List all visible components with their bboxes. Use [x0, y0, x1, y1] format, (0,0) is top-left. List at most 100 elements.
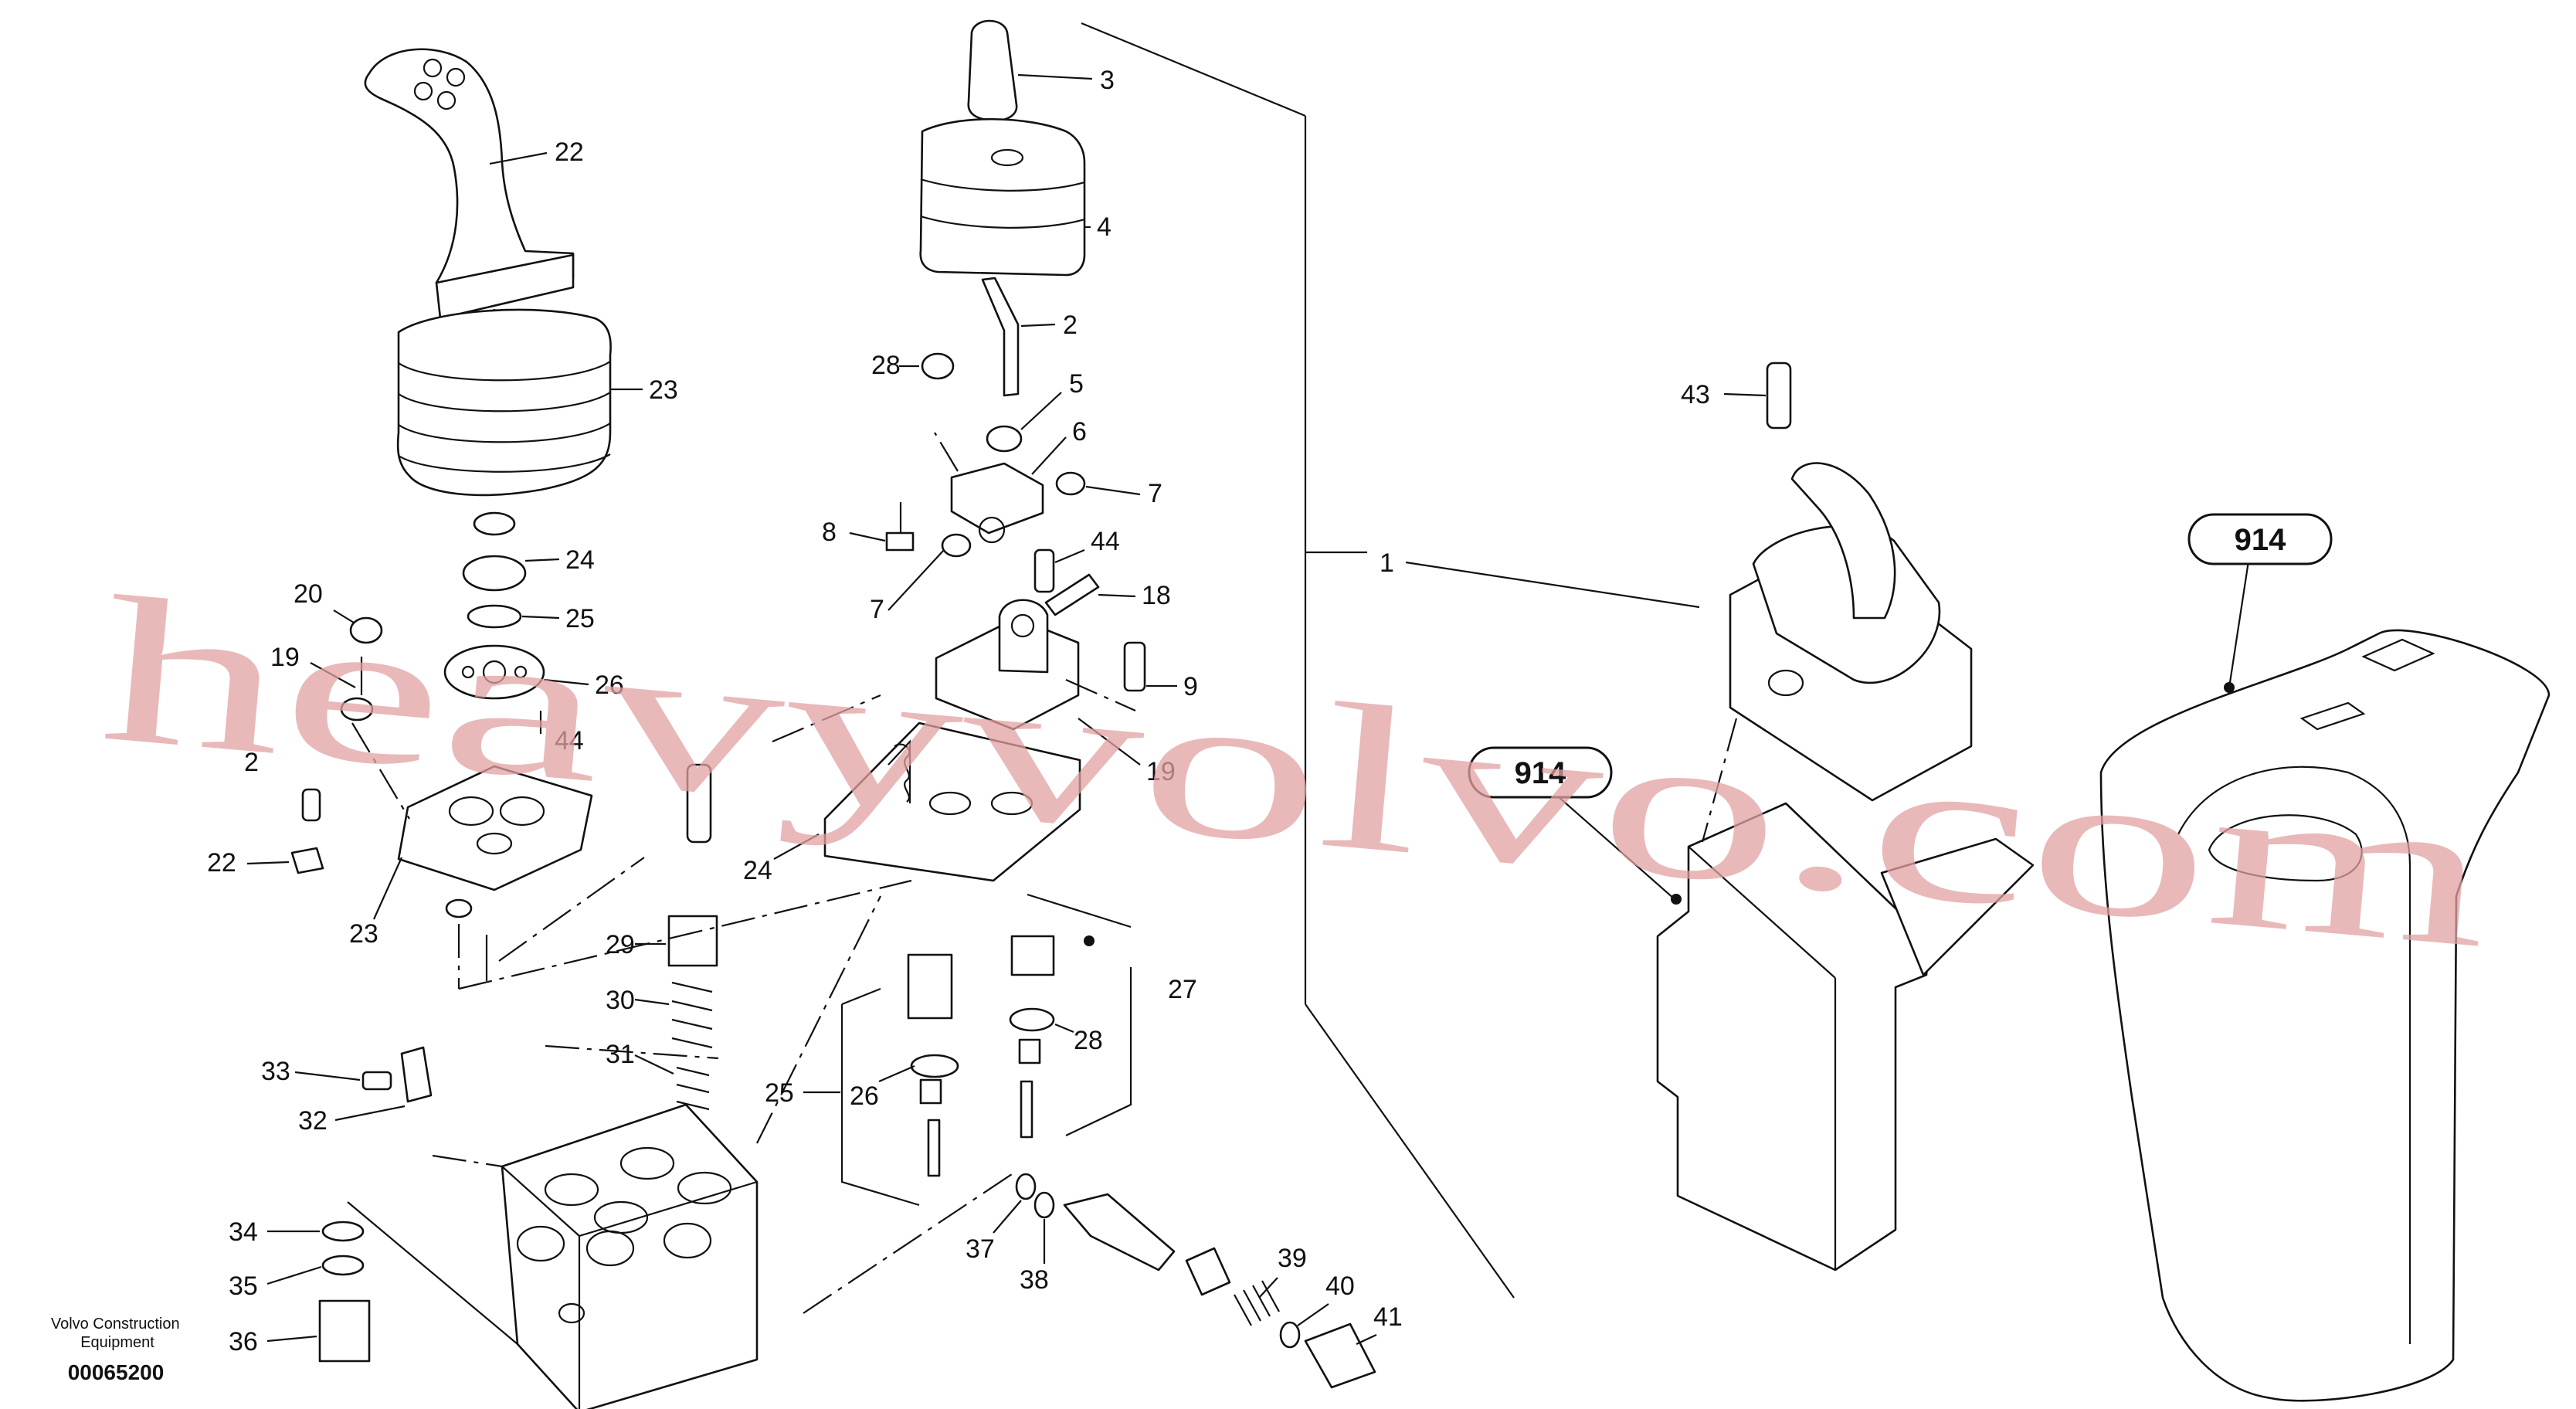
base-plate-part-23: [397, 765, 593, 891]
boot-ridge: [398, 361, 611, 382]
guide-part-29: [667, 915, 718, 967]
leader-line: [849, 531, 886, 542]
leader-line: [1085, 485, 1141, 496]
washer-part-7: [941, 533, 972, 558]
leader-line: [888, 549, 945, 611]
callout-label: 24: [743, 856, 772, 885]
callout-label: 22: [555, 138, 584, 167]
sleeve-part: [907, 953, 953, 1020]
leader-line: [1356, 1334, 1377, 1345]
assembly-axis: [351, 722, 410, 820]
screw-part-8: [885, 531, 915, 552]
group-bracket-25: [840, 1004, 920, 1207]
reference-capsule: [1468, 746, 1613, 799]
spool-part: [919, 1078, 942, 1105]
nut-part-5: [986, 425, 1023, 453]
mount-axis: [1701, 718, 1738, 843]
plate-hole: [514, 665, 528, 679]
callout-label: 19: [1146, 757, 1176, 786]
callout-label: 23: [649, 375, 678, 405]
o-ring-part-38: [1033, 1191, 1055, 1219]
o-ring-part-26: [910, 1054, 959, 1078]
handle-base-plate: [435, 253, 575, 320]
group-bracket-27: [1065, 967, 1132, 1136]
port-opening: [516, 1225, 565, 1262]
callout-label: 28: [871, 351, 901, 380]
spring-part-30: [671, 981, 713, 1049]
assembly-axis: [1065, 678, 1136, 712]
leader-line: [266, 1335, 317, 1343]
handle-button-icon: [423, 58, 443, 78]
body-edge: [501, 1166, 580, 1237]
callout-label: 30: [606, 986, 635, 1015]
bracket-part-32: [400, 1046, 433, 1103]
callout-label: 4: [1097, 212, 1112, 242]
bolt-part-10: [1123, 641, 1146, 692]
left-joystick-assembly: [290, 48, 612, 918]
spring-detail: [888, 739, 911, 803]
callouts: 3 4 2 28 5 6 7 8 44 7 18 9 19 1 43 22 23…: [207, 66, 1767, 1356]
o-ring-part-28: [1009, 1007, 1055, 1032]
frame-edge: [1688, 846, 1836, 979]
leader-dot: [1084, 935, 1095, 946]
o-ring-part-34: [321, 1221, 365, 1242]
cover-slot: [2361, 638, 2435, 672]
boot-ridge: [920, 215, 1085, 229]
leader-line: [521, 615, 560, 620]
assembly-lines: [347, 22, 2251, 1345]
pin-part: [1020, 1080, 1033, 1139]
callout-label: 33: [261, 1057, 290, 1086]
group-bracket-27: [1027, 893, 1132, 929]
port-opening: [663, 1222, 712, 1259]
pin-part: [927, 1119, 941, 1177]
mount-hole: [558, 1302, 585, 1324]
plate-hole: [461, 665, 475, 679]
leader-line: [878, 1064, 915, 1083]
yoke-hole: [978, 516, 1006, 544]
reference-label-frame: 914: [1468, 746, 1613, 799]
nut-part-9: [921, 352, 955, 380]
leader-line: [1017, 73, 1093, 80]
leader-line: [1258, 1277, 1278, 1299]
leader-line-1: [1405, 561, 1700, 609]
callout-label: 32: [298, 1106, 328, 1136]
nut-part-16: [462, 555, 527, 592]
handle-button-icon: [436, 90, 456, 110]
cartridge-part: [1063, 1193, 1176, 1271]
screw-part-33: [361, 1071, 392, 1091]
lever-boot-part-4: [919, 117, 1086, 277]
manufacturer-credit: Volvo Construction Equipment: [51, 1316, 184, 1351]
leader-line: [294, 1071, 361, 1081]
callout-label: 25: [565, 604, 595, 633]
callout-label: 29: [606, 930, 635, 959]
plate-hole: [928, 791, 972, 816]
callout-label: 23: [349, 919, 378, 949]
callout-label: 9: [1183, 672, 1198, 701]
assembly-axis: [432, 1154, 503, 1168]
leader-line: [1020, 323, 1056, 328]
leader-line: [993, 1200, 1022, 1234]
leader-line: [246, 861, 290, 865]
callout-label: 7: [1148, 479, 1162, 508]
assembly-axis: [756, 895, 881, 1144]
reference-label: 914: [1515, 756, 1566, 790]
callout-label: 44: [1091, 527, 1120, 556]
screw-part-21: [301, 788, 321, 822]
spring-part: [894, 743, 911, 803]
watermark-text: heavyvolvo.com: [94, 553, 2500, 992]
washer-part: [445, 898, 473, 918]
nut-part-20: [349, 616, 383, 644]
callout-label: 38: [1020, 1265, 1049, 1295]
o-ring-part-35: [321, 1255, 365, 1276]
callout-label: 7: [870, 595, 884, 624]
screw-part-43: [1033, 548, 1055, 593]
lever-part-2: [981, 277, 1020, 397]
frame-arm: [1880, 837, 2035, 976]
leader-line: [1297, 1303, 1329, 1326]
o-ring-part-37: [1015, 1173, 1037, 1200]
callout-label: 1: [1380, 548, 1394, 578]
pin-part-11: [1044, 573, 1100, 616]
boot-ridge: [398, 423, 611, 443]
leader-line: [1054, 548, 1085, 564]
leader-line: [1031, 436, 1067, 475]
